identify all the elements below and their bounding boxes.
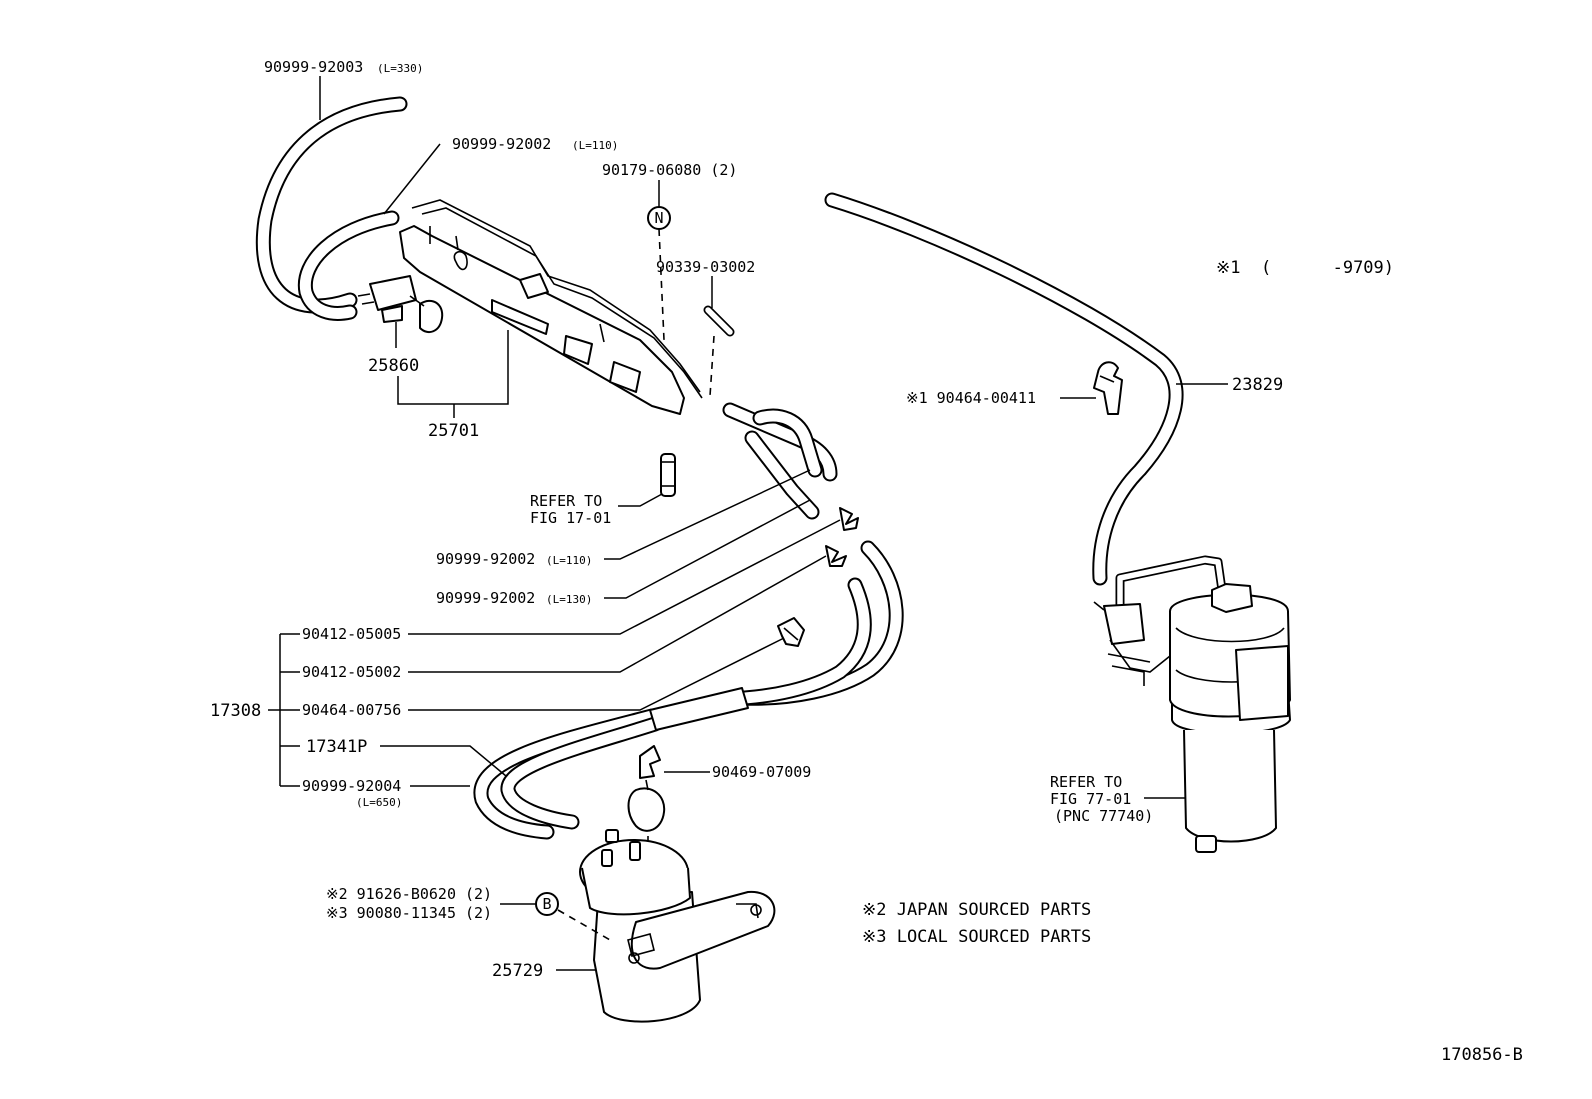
label-90339-03002: 90339-03002 xyxy=(656,258,755,276)
label-refer-17-01-line1: REFER TO xyxy=(530,492,602,510)
label-91626-b0620: ※2 91626-B0620 (2) xyxy=(326,885,492,903)
label-90999-92002-top-length: (L=110) xyxy=(572,139,618,152)
label-90999-92003: 90999-92003 xyxy=(264,58,363,76)
symbol-n-text: N xyxy=(654,209,663,227)
pipe-90339-03002[interactable] xyxy=(703,305,735,337)
label-90080-11345: ※3 90080-11345 (2) xyxy=(326,904,492,922)
clamp-90464-00756[interactable] xyxy=(777,617,805,647)
hose-90999-92002-mid[interactable] xyxy=(722,402,838,482)
label-17308: 17308 xyxy=(210,701,261,721)
label-90999-92002-top: 90999-92002 xyxy=(452,135,551,153)
valve-25729[interactable] xyxy=(579,779,776,1023)
label-90464-00411: ※1 90464-00411 xyxy=(906,389,1036,407)
label-90179-06080: 90179-06080 (2) xyxy=(602,161,737,179)
label-17341p: 17341P xyxy=(306,737,367,757)
clip-90469-07009[interactable] xyxy=(639,745,661,779)
charcoal-canister[interactable] xyxy=(1093,583,1291,853)
bracket-25701[interactable] xyxy=(399,199,703,415)
label-25860: 25860 xyxy=(368,356,419,376)
labels: 90999-92003 (L=330) 90999-92002 (L=110) … xyxy=(210,58,1523,1065)
canister-pipe xyxy=(1115,555,1227,609)
clip-90412-05005[interactable] xyxy=(839,507,859,531)
label-refer-77-01-line1: REFER TO xyxy=(1050,773,1122,791)
figure-number: 170856-B xyxy=(1441,1045,1523,1065)
label-90412-05005: 90412-05005 xyxy=(302,625,401,643)
symbol-n: N xyxy=(647,206,671,230)
label-refer-77-01-line2: FIG 77-01 xyxy=(1050,790,1131,808)
symbol-b: B xyxy=(535,892,559,916)
clamp-90464-00411[interactable] xyxy=(1093,361,1123,415)
label-refer-77-01-line3: (PNC 77740) xyxy=(1054,807,1153,825)
hose-90999-92004[interactable] xyxy=(473,708,663,840)
label-90464-00756: 90464-00756 xyxy=(302,701,401,719)
label-90999-92003-length: (L=330) xyxy=(377,62,423,75)
tube-17341p[interactable] xyxy=(732,540,904,706)
label-refer-17-01-line2: FIG 17-01 xyxy=(530,509,611,527)
label-90999-92002-mid-length: (L=110) xyxy=(546,554,592,567)
label-23829: 23829 xyxy=(1232,375,1283,395)
hose-90999-92002-top[interactable] xyxy=(297,210,400,321)
label-90412-05002: 90412-05002 xyxy=(302,663,401,681)
hose-90999-92003[interactable] xyxy=(255,96,408,314)
legend-note-2: ※2 JAPAN SOURCED PARTS xyxy=(862,900,1091,920)
label-90999-92002-mid: 90999-92002 xyxy=(436,550,535,568)
label-90999-92004: 90999-92004 xyxy=(302,777,401,795)
label-90999-92002-130: 90999-92002 xyxy=(436,589,535,607)
label-25701: 25701 xyxy=(428,421,479,441)
label-25729: 25729 xyxy=(492,961,543,981)
label-90469-07009: 90469-07009 xyxy=(712,763,811,781)
clip-90412-05002[interactable] xyxy=(825,545,847,567)
tube-sleeve xyxy=(649,687,749,731)
hose-23829[interactable] xyxy=(824,192,1184,586)
legend-note-3: ※3 LOCAL SOURCED PARTS xyxy=(862,927,1091,947)
hose-90999-92002-130[interactable] xyxy=(744,430,820,520)
vsv-25860[interactable] xyxy=(357,275,444,334)
pipe-refer-fig-17-01 xyxy=(660,453,676,497)
leader-lines xyxy=(268,76,1228,971)
legend-note-1: ※1 ( -9709) xyxy=(1216,258,1394,278)
label-90999-92002-130-length: (L=130) xyxy=(546,593,592,606)
symbol-b-text: B xyxy=(542,895,551,913)
label-90999-92004-length: (L=650) xyxy=(356,796,402,809)
